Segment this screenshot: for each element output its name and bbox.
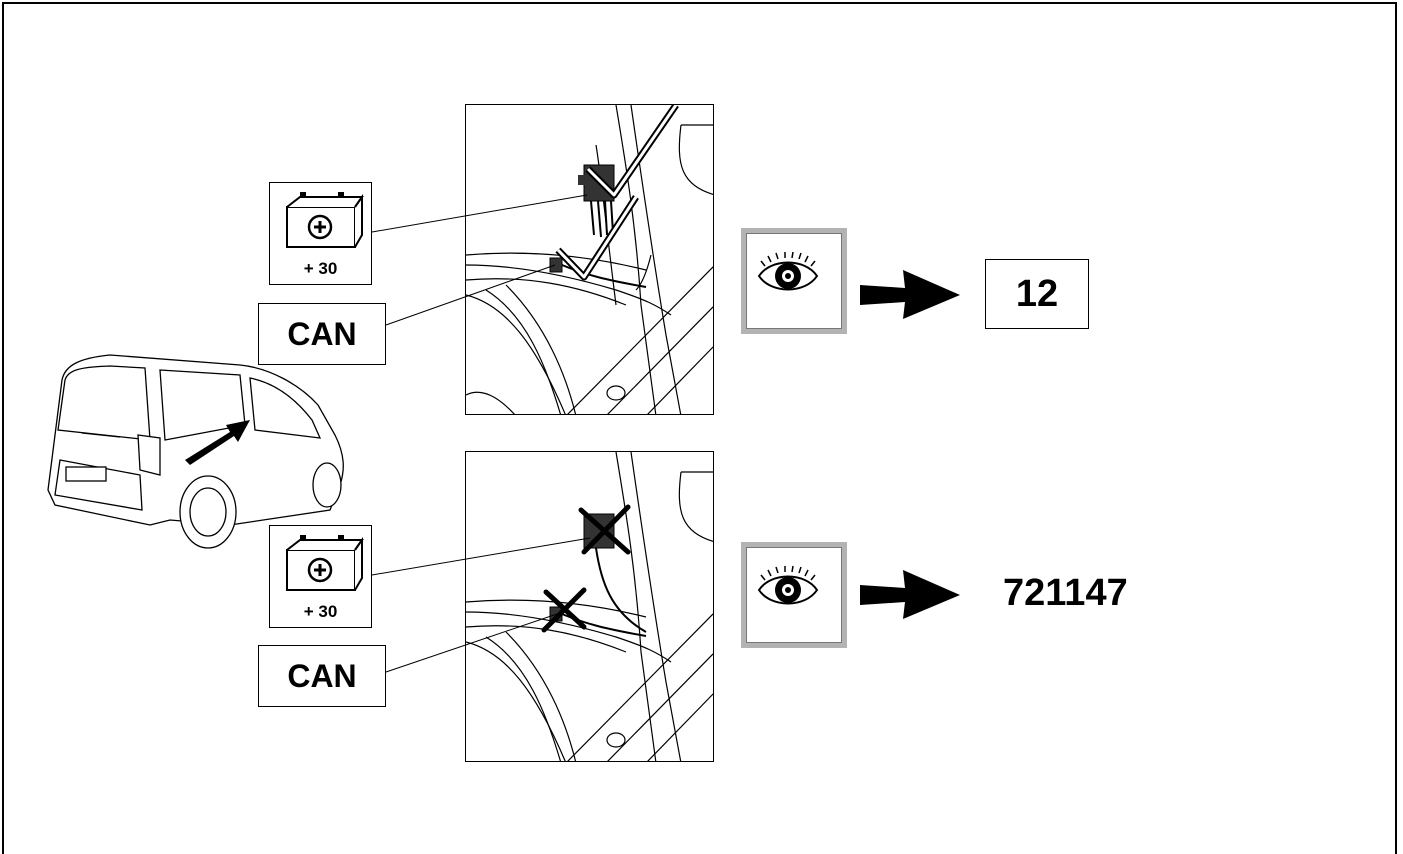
eye-icon: [757, 565, 819, 605]
battery-plus-icon: [286, 535, 364, 591]
reference-step-box: 12: [985, 259, 1089, 329]
detail-panel-lower: [465, 451, 714, 762]
inspect-eye-box-upper: [741, 228, 847, 334]
battery-plus-icon: [286, 192, 364, 248]
connector-detail-lower-illustration: [466, 452, 713, 761]
can-label-lower: CAN: [258, 645, 386, 707]
reference-part-number: 721147: [1003, 572, 1128, 614]
detail-panel-upper: [465, 104, 714, 415]
battery-terminal-label: + 30: [303, 259, 338, 278]
battery-plus30-box-upper: + 30: [269, 182, 372, 285]
can-label-upper: CAN: [258, 303, 386, 365]
battery-terminal-label: + 30: [303, 602, 338, 621]
eye-icon: [757, 251, 819, 291]
inspect-eye-box-lower: [741, 542, 847, 648]
battery-plus30-box-lower: + 30: [269, 525, 372, 628]
connector-detail-upper-illustration: [466, 105, 713, 414]
